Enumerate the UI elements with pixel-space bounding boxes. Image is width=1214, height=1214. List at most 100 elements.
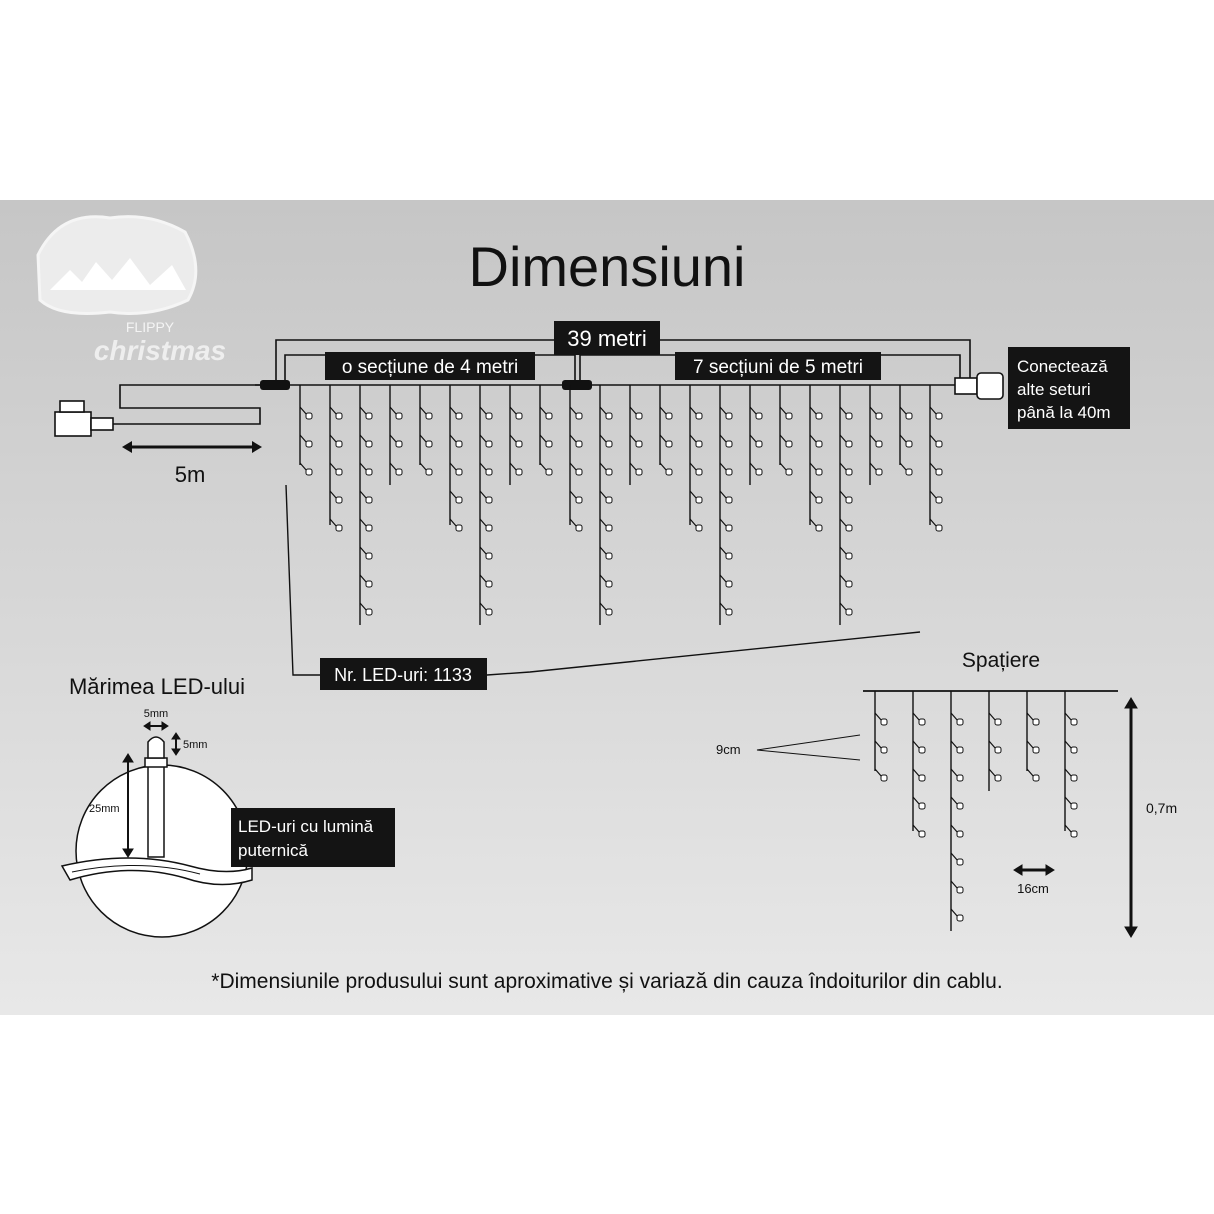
led-bulb (1070, 830, 1078, 838)
led-bulb (605, 468, 613, 476)
section-a-label-box (325, 352, 535, 380)
led-bulb (695, 412, 703, 420)
end-connector-icon (954, 372, 1004, 400)
led-bulb (956, 830, 964, 838)
led-bulb (575, 412, 583, 420)
led-height-label: 25mm (89, 803, 120, 815)
led-bulb (815, 524, 823, 532)
led-bulb (545, 468, 553, 476)
led-bulb (605, 552, 613, 560)
led-bulb (365, 496, 373, 504)
section-b-label: 7 secțiuni de 5 metri (693, 357, 863, 378)
led-bulb (605, 608, 613, 616)
led-width-label: 5mm (144, 708, 168, 720)
led-bulb (395, 440, 403, 448)
led-bulb (335, 440, 343, 448)
led-bulb (695, 468, 703, 476)
led-bulb (455, 412, 463, 420)
led-bulb (935, 440, 943, 448)
spacing-height-label: 0,7m (1146, 800, 1177, 816)
led-bulb (875, 468, 883, 476)
led-bulb (605, 440, 613, 448)
led-bulb (485, 524, 493, 532)
led-bulb (994, 746, 1002, 754)
connect-note-line-3: până la 40m (1017, 403, 1111, 422)
led-bulb (455, 496, 463, 504)
led-bulb (815, 412, 823, 420)
led-bulb (575, 468, 583, 476)
led-bulb (575, 496, 583, 504)
led-bulb (485, 440, 493, 448)
led-bulb (665, 440, 673, 448)
led-bulb (1070, 774, 1078, 782)
led-bulb (605, 524, 613, 532)
led-bulb (305, 440, 313, 448)
led-bulb (905, 468, 913, 476)
led-bulb (845, 524, 853, 532)
led-bulb (725, 524, 733, 532)
led-bulb (455, 524, 463, 532)
led-bulb (635, 412, 643, 420)
led-bulb (425, 412, 433, 420)
led-bulb (635, 468, 643, 476)
led-bulb (485, 608, 493, 616)
led-size-title: Mărimea LED-ului (69, 674, 245, 699)
led-bulb (725, 440, 733, 448)
led-bulb (845, 440, 853, 448)
led-note-line-2: puternică (238, 841, 308, 860)
led-bulb (815, 496, 823, 504)
led-bulb (605, 580, 613, 588)
led-bulb (755, 440, 763, 448)
led-bulb (575, 440, 583, 448)
lead-length-arrow (122, 441, 262, 453)
led-bulb (956, 774, 964, 782)
led-dimension-arrows (122, 721, 181, 858)
led-bulb (1070, 718, 1078, 726)
connect-note-box (1008, 347, 1130, 429)
led-bulb (365, 580, 373, 588)
page-title: Dimensiuni (469, 235, 746, 298)
led-bulb (875, 412, 883, 420)
led-bulb (725, 580, 733, 588)
led-bulb (1070, 802, 1078, 810)
section-b-label-box (675, 352, 881, 380)
led-bulb (335, 412, 343, 420)
led-bulb (455, 468, 463, 476)
led-bulb (545, 412, 553, 420)
led-note-box (231, 808, 395, 867)
led-bulb (485, 468, 493, 476)
led-bulb (785, 412, 793, 420)
led-note-line-1: LED-uri cu lumină (238, 817, 374, 836)
total-length-label-box (554, 321, 660, 355)
led-bulb (515, 440, 523, 448)
flippy-christmas-logo: FLIPPY christmas (36, 215, 226, 366)
led-bulb (845, 608, 853, 616)
led-bulb (335, 468, 343, 476)
led-bulb (395, 468, 403, 476)
led-bulb (695, 524, 703, 532)
led-bulb (605, 412, 613, 420)
spacing-arrows (756, 697, 1138, 938)
logo-brand: FLIPPY (126, 319, 175, 335)
led-bulb (695, 440, 703, 448)
led-bulb (1032, 774, 1040, 782)
led-bulb (918, 718, 926, 726)
led-cap-label: 5mm (183, 739, 207, 751)
led-bulb (305, 412, 313, 420)
led-bulb (305, 468, 313, 476)
led-bulb (725, 552, 733, 560)
led-count-leader-left (285, 484, 320, 676)
total-length-label: 39 metri (567, 326, 646, 351)
led-bulb (815, 468, 823, 476)
logo-script: christmas (94, 335, 226, 366)
led-illustration (60, 736, 253, 886)
led-bulb (956, 914, 964, 922)
led-bulb (815, 440, 823, 448)
led-bulb (935, 524, 943, 532)
lead-length-label: 5m (175, 462, 206, 487)
section-a-label: o secțiune de 4 metri (342, 357, 518, 378)
led-bulb (485, 580, 493, 588)
led-bulb (635, 440, 643, 448)
led-bulb (365, 468, 373, 476)
led-bulb (956, 718, 964, 726)
